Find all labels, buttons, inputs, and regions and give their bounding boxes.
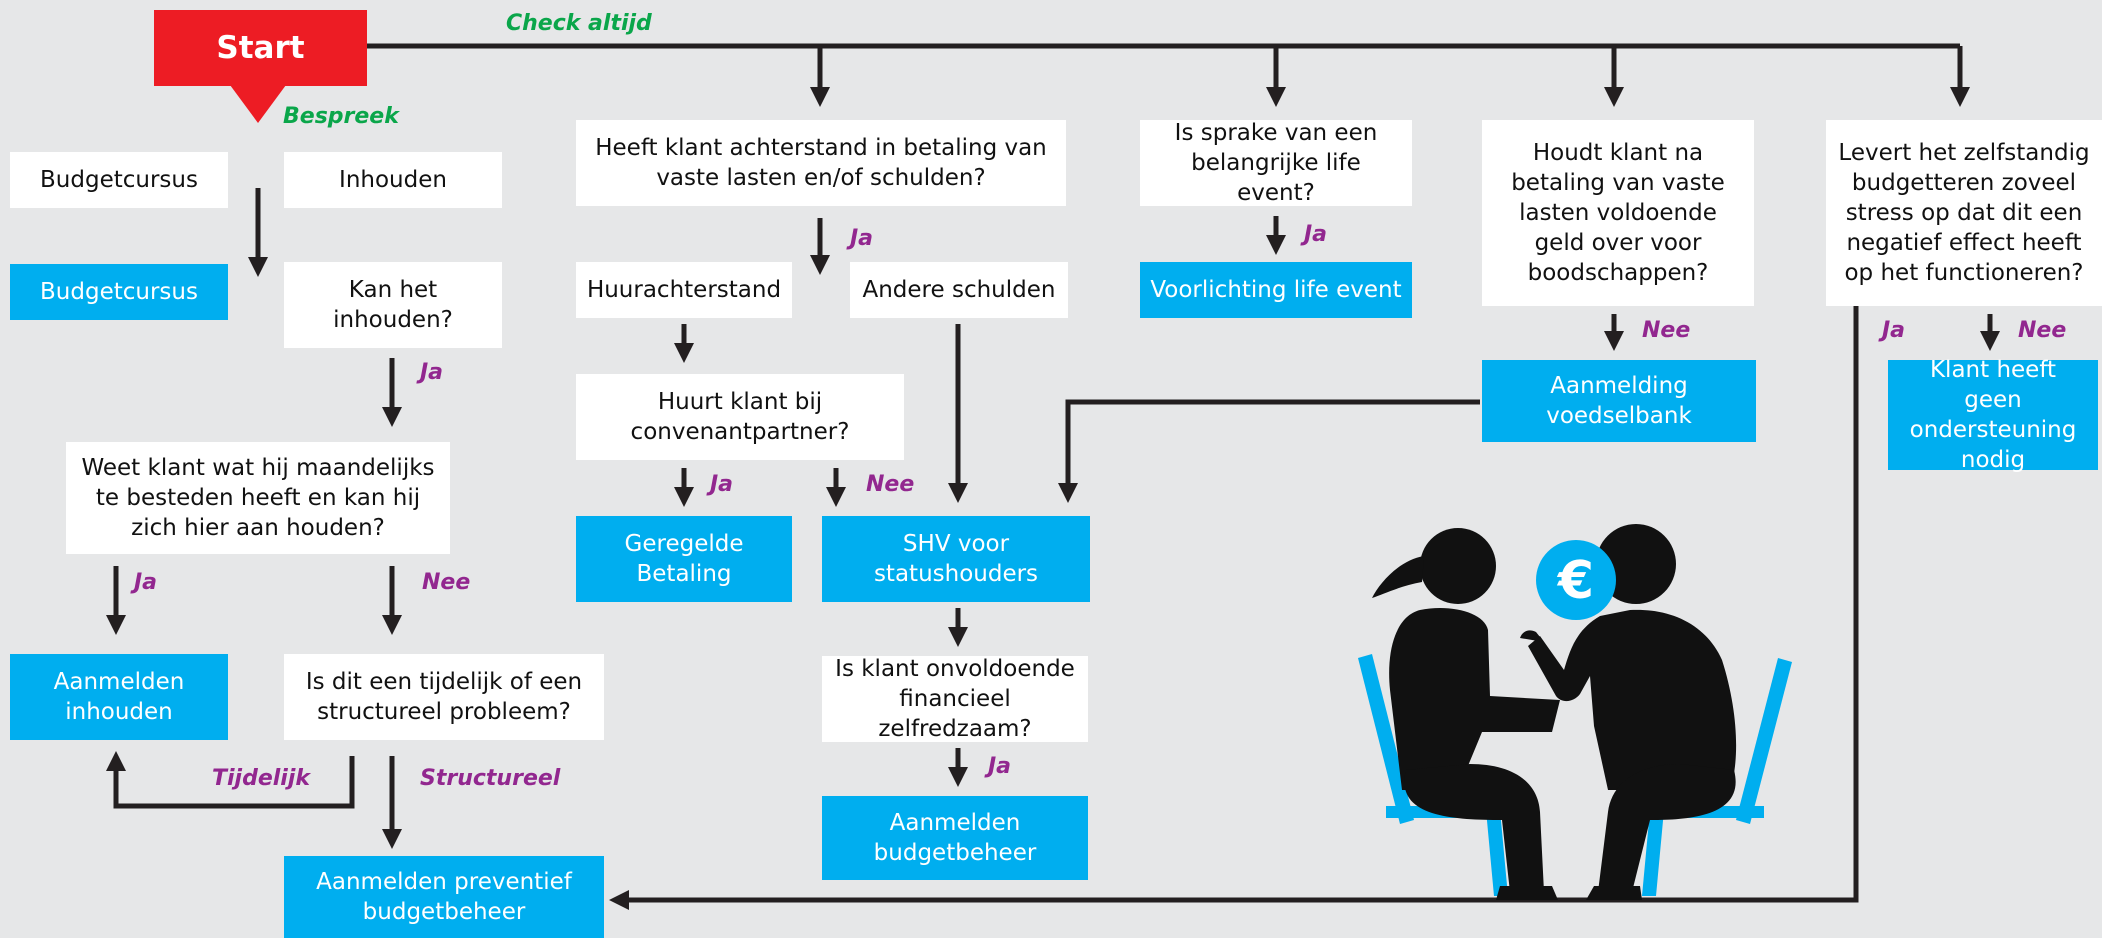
geregelde-betaling-action: Geregelde Betaling (576, 516, 792, 602)
aanmelden-preventief-action: Aanmelden preventief budgetbeheer (284, 856, 604, 938)
weet-klant-question: Weet klant wat hij maandelijks te bested… (66, 442, 450, 554)
achterstand-question: Heeft klant achterstand in betaling van … (576, 120, 1066, 206)
left-person-silhouette (1372, 528, 1560, 900)
check-altijd-label: Check altijd (506, 11, 652, 36)
budgetcursus-option: Budgetcursus (10, 152, 228, 208)
euro-icon: € (1557, 551, 1594, 611)
nee-label-levert: Nee (2018, 318, 2067, 343)
arrow-tijdelijk (106, 751, 355, 809)
aanmelding-voedselbank-action: Aanmelding voedselbank (1482, 360, 1756, 442)
aanmelden-inhouden-action: Aanmelden inhouden (10, 654, 228, 740)
nee-label-houdt: Nee (1642, 318, 1691, 343)
ja-label-levert: Ja (1882, 318, 1906, 343)
ja-label-weet: Ja (134, 570, 158, 595)
start-pointer (230, 85, 286, 123)
shv-statushouders-action: SHV voor statushouders (822, 516, 1090, 602)
ja-label-achterstand: Ja (850, 226, 874, 251)
right-person-silhouette (1520, 524, 1737, 900)
huurt-klant-question: Huurt klant bij convenantpartner? (576, 374, 904, 460)
ja-label-inhouden: Ja (420, 360, 444, 385)
arrow-levert-ja (609, 306, 1859, 910)
levert-question: Levert het zelfstandig budgetteren zovee… (1826, 120, 2102, 306)
ja-label-huurt: Ja (710, 472, 734, 497)
andere-schulden-box: Andere schulden (850, 262, 1068, 318)
geen-ondersteuning-action: Klant heeft geen ondersteuning nodig (1888, 357, 2098, 473)
arrow-voedselbank-to-shv (1058, 399, 1480, 503)
voorlichting-life-event-action: Voorlichting life event (1140, 262, 1412, 318)
bespreek-label: Bespreek (283, 104, 399, 129)
consultation-illustration: € (1358, 524, 1792, 900)
huurachterstand-box: Huurachterstand (576, 262, 792, 318)
start-box: Start (154, 10, 367, 86)
nee-label-weet: Nee (422, 570, 471, 595)
tijdelijk-structureel-question: Is dit een tijdelijk of een structureel … (284, 654, 604, 740)
kan-het-inhouden-question: Kan het inhouden? (284, 262, 502, 348)
aanmelden-budgetbeheer-action: Aanmelden budgetbeheer (822, 796, 1088, 880)
structureel-label: Structureel (420, 766, 561, 791)
ja-label-life-event: Ja (1304, 222, 1328, 247)
nee-label-huurt: Nee (866, 472, 915, 497)
tijdelijk-label: Tijdelijk (212, 766, 311, 791)
houdt-klant-question: Houdt klant na betaling van vaste lasten… (1482, 120, 1754, 306)
inhouden-option: Inhouden (284, 152, 502, 208)
life-event-question: Is sprake van een belangrijke life event… (1140, 120, 1412, 206)
ja-label-onvoldoende: Ja (988, 754, 1012, 779)
onvoldoende-question: Is klant onvoldoende financieel zelfredz… (822, 656, 1088, 742)
start-label: Start (216, 30, 305, 66)
budgetcursus-action: Budgetcursus (10, 264, 228, 320)
euro-coin (1536, 540, 1616, 620)
